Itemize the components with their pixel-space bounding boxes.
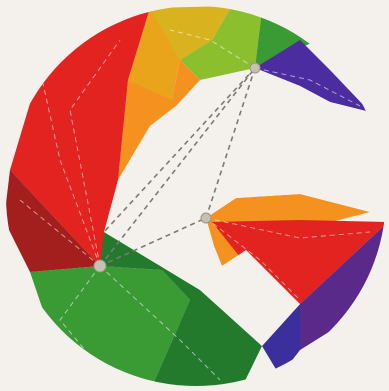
hub-point-middle-icon	[201, 213, 211, 223]
hub-point-top-icon	[250, 63, 260, 73]
hub-point-left-icon	[94, 260, 106, 272]
